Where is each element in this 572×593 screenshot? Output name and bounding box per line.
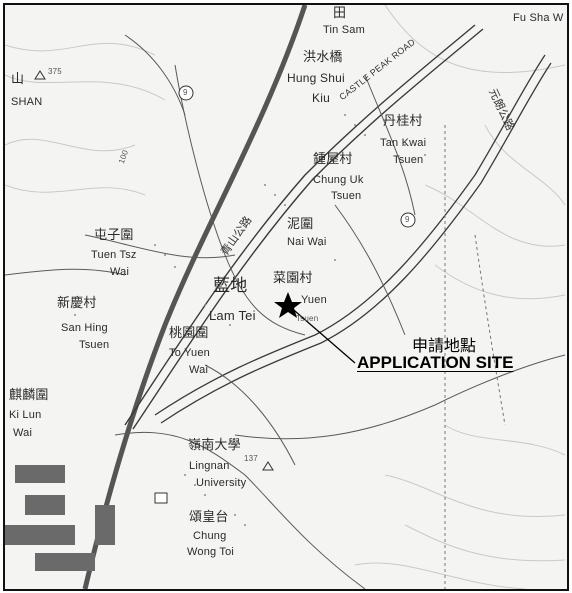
place-label: Ki Lun: [9, 409, 42, 421]
place-label: Wai: [13, 427, 33, 439]
spot-height: 375: [48, 67, 62, 76]
place-label-cjk: 鍾屋村: [313, 152, 353, 167]
place-label: Tsuen: [393, 154, 424, 166]
place-label-cjk: 麒麟圍: [9, 388, 49, 403]
place-label: Tan Kwai: [380, 137, 427, 149]
place-label: Hung Shui: [287, 71, 345, 85]
secondary-roads: [5, 34, 566, 589]
route-number: 9: [405, 215, 410, 224]
place-label: Wong Toi: [187, 546, 235, 558]
place-label-cjk: 嶺南大學: [188, 438, 241, 453]
place-label-cjk: 泥圍: [287, 217, 314, 232]
route-number: 9: [183, 88, 188, 97]
spot-height: 137: [244, 454, 258, 463]
place-label: Tsuen: [79, 339, 110, 351]
place-label-cjk: 頌皇台: [189, 510, 229, 525]
place-label: SHAN: [11, 96, 43, 108]
place-label: Lam Tei: [209, 308, 256, 323]
triangle-icon: [34, 70, 274, 471]
base-map: [5, 5, 566, 589]
contour-lines: [5, 5, 566, 589]
place-label: Tin Sam: [323, 24, 365, 36]
built-up-area: [5, 465, 115, 571]
place-label: Chung Uk: [313, 174, 364, 186]
place-label: Tuen Tsz: [91, 249, 137, 261]
place-label: Tsuen: [331, 190, 362, 202]
place-label: Wai: [110, 266, 130, 278]
place-label: Lingnan: [189, 460, 230, 472]
place-label: Tsuen: [296, 314, 319, 323]
route-shield-icon: [178, 85, 416, 228]
settlement-dots: [64, 114, 426, 526]
place-label: Nai Wai: [287, 236, 327, 248]
place-label: Chung: [193, 530, 227, 542]
map-frame: 田 Tin Sam Fu Sha W 洪水橋 Hung Shui Kiu 山 S…: [3, 3, 569, 591]
leader-line: [287, 304, 356, 364]
place-label-cjk: 新慶村: [57, 296, 97, 311]
highway-line: [154, 54, 552, 424]
application-site-label: APPLICATION SITE: [357, 353, 514, 372]
place-label-cjk: 桃園圍: [169, 326, 209, 341]
place-label: Wai: [189, 364, 209, 376]
place-label: Kiu: [312, 91, 330, 105]
boundary-lines: [444, 125, 506, 589]
place-label: Fu Sha W: [513, 12, 564, 24]
place-label-cjk: 藍地: [213, 276, 248, 296]
railway-line: [82, 5, 308, 589]
place-label-cjk: 菜園村: [273, 271, 313, 286]
castle-peak-road-line: [124, 24, 484, 430]
place-label-cjk: 丹桂村: [383, 114, 423, 129]
place-label-cjk: 山: [11, 72, 25, 87]
place-label-cjk: 田: [333, 6, 347, 21]
place-label: University: [196, 477, 247, 489]
star-icon: [274, 292, 302, 318]
place-label: To Yuen: [169, 347, 210, 359]
university-icon: [154, 492, 168, 504]
place-label-cjk: 屯子圍: [94, 228, 134, 243]
place-label: Yuen: [301, 294, 327, 306]
application-site-label-cjk: 申請地點: [412, 336, 477, 355]
place-label-cjk: 洪水橋: [303, 50, 343, 65]
place-label: San Hing: [61, 322, 108, 334]
